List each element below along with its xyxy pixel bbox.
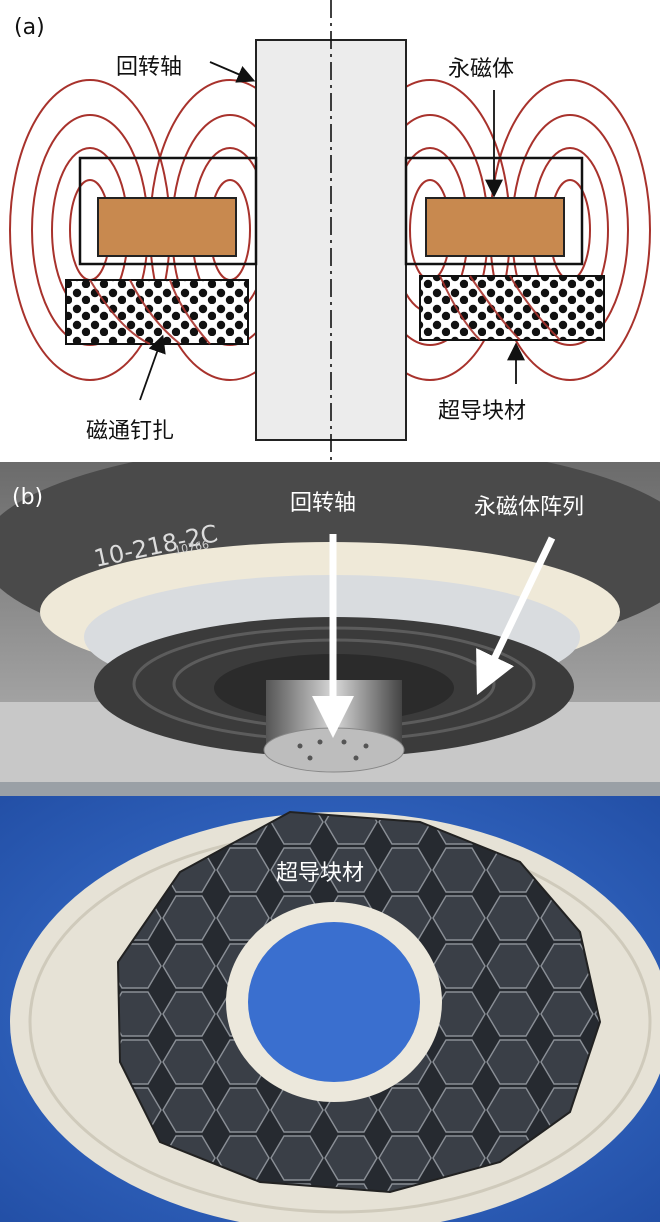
panel-a-label: (a) [14,15,45,40]
permanent-magnet-right [425,197,565,257]
photo-svg: 10-218-2C 10766 (b) 回转轴 永磁体阵列 超导块材 [0,442,660,1226]
center-hole [248,922,420,1082]
superconductor-bulk-right [419,275,605,341]
label-magnet-array: 永磁体阵列 [474,495,584,520]
label-shaft-b: 回转轴 [290,491,356,516]
magnet-housing-left [78,156,258,266]
panel-a-schematic: (a) 回转轴 永磁体 [0,0,660,462]
shaft-bolt-holes [297,739,369,761]
label-shaft: 回转轴 [116,55,182,80]
arrow-magnet-array [476,536,556,695]
panel-b-label: (b) [12,485,43,510]
label-flux-pinning: 磁通钉扎 [86,419,174,444]
label-bulk-b: 超导块材 [276,861,364,886]
field-lines-through-bulk [89,275,561,345]
arrow-shaft [209,61,256,83]
arrow-flux-pinning [139,334,166,401]
rail [0,782,660,796]
schematic-svg: (a) 回转轴 永磁体 [9,0,651,462]
label-bulk-a: 超导块材 [438,399,526,424]
superconductor-bulk-left [65,279,249,345]
panel-b-photo: 10-218-2C 10766 (b) 回转轴 永磁体阵列 超导块材 [0,442,660,1226]
label-magnet: 永磁体 [448,57,514,82]
permanent-magnet-left [97,197,237,257]
rotor-small-marking: 10766 [173,538,210,557]
